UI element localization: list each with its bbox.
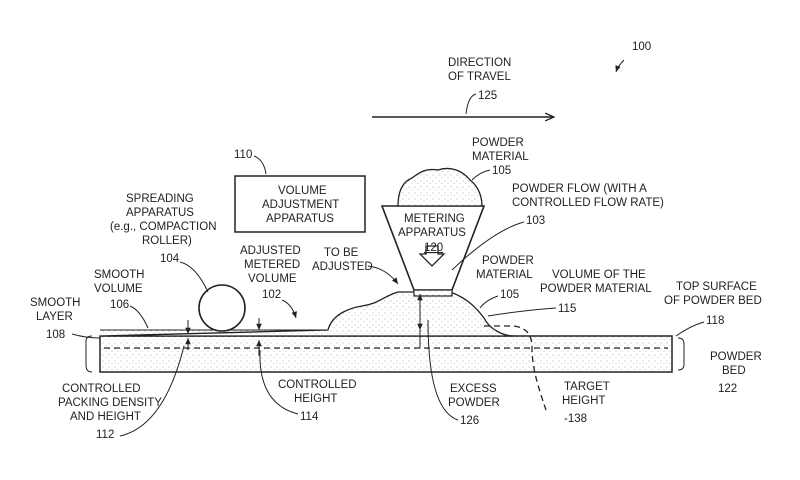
svg-text:TO BE: TO BE (324, 247, 359, 259)
adjusted-metered-volume-label: ADJUSTED METERED VOLUME 102 (240, 245, 301, 318)
svg-text:ROLLER): ROLLER) (142, 235, 192, 247)
svg-text:114: 114 (300, 411, 319, 423)
svg-text:POWDER: POWDER (448, 397, 500, 409)
svg-text:(e.g., COMPACTION: (e.g., COMPACTION (110, 221, 217, 233)
svg-text:-138: -138 (564, 413, 587, 425)
svg-text:CONTROLLED: CONTROLLED (278, 379, 357, 391)
svg-text:HEIGHT: HEIGHT (562, 395, 605, 407)
top-surface-label: TOP SURFACE OF POWDER BED 118 (664, 281, 762, 336)
figure-ref: 100 (632, 41, 651, 53)
svg-text:122: 122 (718, 383, 737, 395)
svg-text:SMOOTH: SMOOTH (30, 297, 80, 309)
figure-ref-leader (616, 60, 624, 72)
smooth-volume-label: SMOOTH VOLUME 106 (94, 269, 148, 328)
svg-text:108: 108 (46, 329, 65, 341)
compaction-roller (199, 285, 245, 331)
svg-text:106: 106 (110, 299, 129, 311)
svg-text:118: 118 (706, 315, 724, 327)
svg-text:105: 105 (500, 289, 519, 301)
svg-text:OF POWDER BED: OF POWDER BED (664, 295, 762, 307)
metering-ref: 120 (424, 242, 443, 254)
metering-label-2: APPARATUS (398, 227, 466, 239)
svg-text:POWDER: POWDER (472, 137, 524, 149)
svg-text:112: 112 (96, 429, 114, 441)
svg-text:115: 115 (558, 303, 576, 315)
metering-label-1: METERING (404, 213, 465, 225)
svg-text:DIRECTION: DIRECTION (448, 57, 511, 69)
svg-text:VOLUME: VOLUME (248, 273, 297, 285)
powder-bed-label: POWDER BED 122 (710, 351, 762, 395)
svg-text:ADJUSTED: ADJUSTED (312, 261, 373, 273)
powder-material-hopper (398, 168, 482, 206)
powder-material-top-label: POWDER MATERIAL 105 (472, 137, 529, 180)
svg-text:MATERIAL: MATERIAL (476, 269, 533, 281)
svg-text:TOP SURFACE: TOP SURFACE (676, 281, 757, 293)
svg-text:POWDER FLOW (WITH A: POWDER FLOW (WITH A (512, 183, 647, 195)
direction-of-travel: DIRECTION OF TRAVEL 125 (372, 57, 554, 117)
svg-text:TARGET: TARGET (564, 381, 610, 393)
powder-mound (100, 292, 514, 336)
svg-text:102: 102 (262, 289, 281, 301)
svg-text:POWDER: POWDER (710, 351, 762, 363)
svg-text:EXCESS: EXCESS (450, 383, 497, 395)
svg-text:POWDER: POWDER (482, 255, 534, 267)
svg-text:BED: BED (722, 365, 746, 377)
svg-text:104: 104 (160, 253, 180, 265)
svg-text:HEIGHT: HEIGHT (294, 393, 337, 405)
smooth-layer-label: SMOOTH LAYER 108 (30, 297, 100, 341)
vaa-label-1: VOLUME (278, 185, 327, 197)
bed-left-bracket (86, 336, 92, 372)
powder-bed (100, 336, 672, 372)
svg-text:POWDER MATERIAL: POWDER MATERIAL (540, 283, 652, 295)
svg-text:VOLUME: VOLUME (94, 283, 143, 295)
svg-text:VOLUME OF THE: VOLUME OF THE (552, 269, 646, 281)
svg-text:126: 126 (460, 415, 479, 427)
svg-text:105: 105 (492, 165, 511, 177)
svg-text:PACKING DENSITY: PACKING DENSITY (58, 397, 162, 409)
svg-text:LAYER: LAYER (36, 311, 73, 323)
svg-text:125: 125 (478, 90, 497, 102)
svg-text:APPARATUS: APPARATUS (126, 207, 194, 219)
vaa-label-3: APPARATUS (266, 213, 334, 225)
svg-text:CONTROLLED: CONTROLLED (62, 383, 141, 395)
svg-text:SPREADING: SPREADING (126, 193, 194, 205)
powder-material-mid-label: POWDER MATERIAL 105 (476, 255, 534, 308)
to-be-adjusted-label: TO BE ADJUSTED (312, 247, 398, 284)
svg-text:CONTROLLED FLOW RATE): CONTROLLED FLOW RATE) (512, 197, 664, 209)
target-height-label: TARGET HEIGHT -138 (562, 381, 610, 425)
vaa-ref: 110 (234, 149, 252, 161)
svg-text:MATERIAL: MATERIAL (472, 151, 529, 163)
svg-text:SMOOTH: SMOOTH (94, 269, 144, 281)
svg-text:OF TRAVEL: OF TRAVEL (448, 71, 511, 83)
svg-text:ADJUSTED: ADJUSTED (240, 245, 301, 257)
vaa-leader (254, 156, 266, 174)
vaa-label-2: ADJUSTMENT (262, 199, 339, 211)
svg-text:METERED: METERED (244, 259, 300, 271)
bed-right-bracket (678, 338, 684, 370)
svg-text:103: 103 (526, 215, 545, 227)
svg-text:AND HEIGHT: AND HEIGHT (70, 411, 141, 423)
